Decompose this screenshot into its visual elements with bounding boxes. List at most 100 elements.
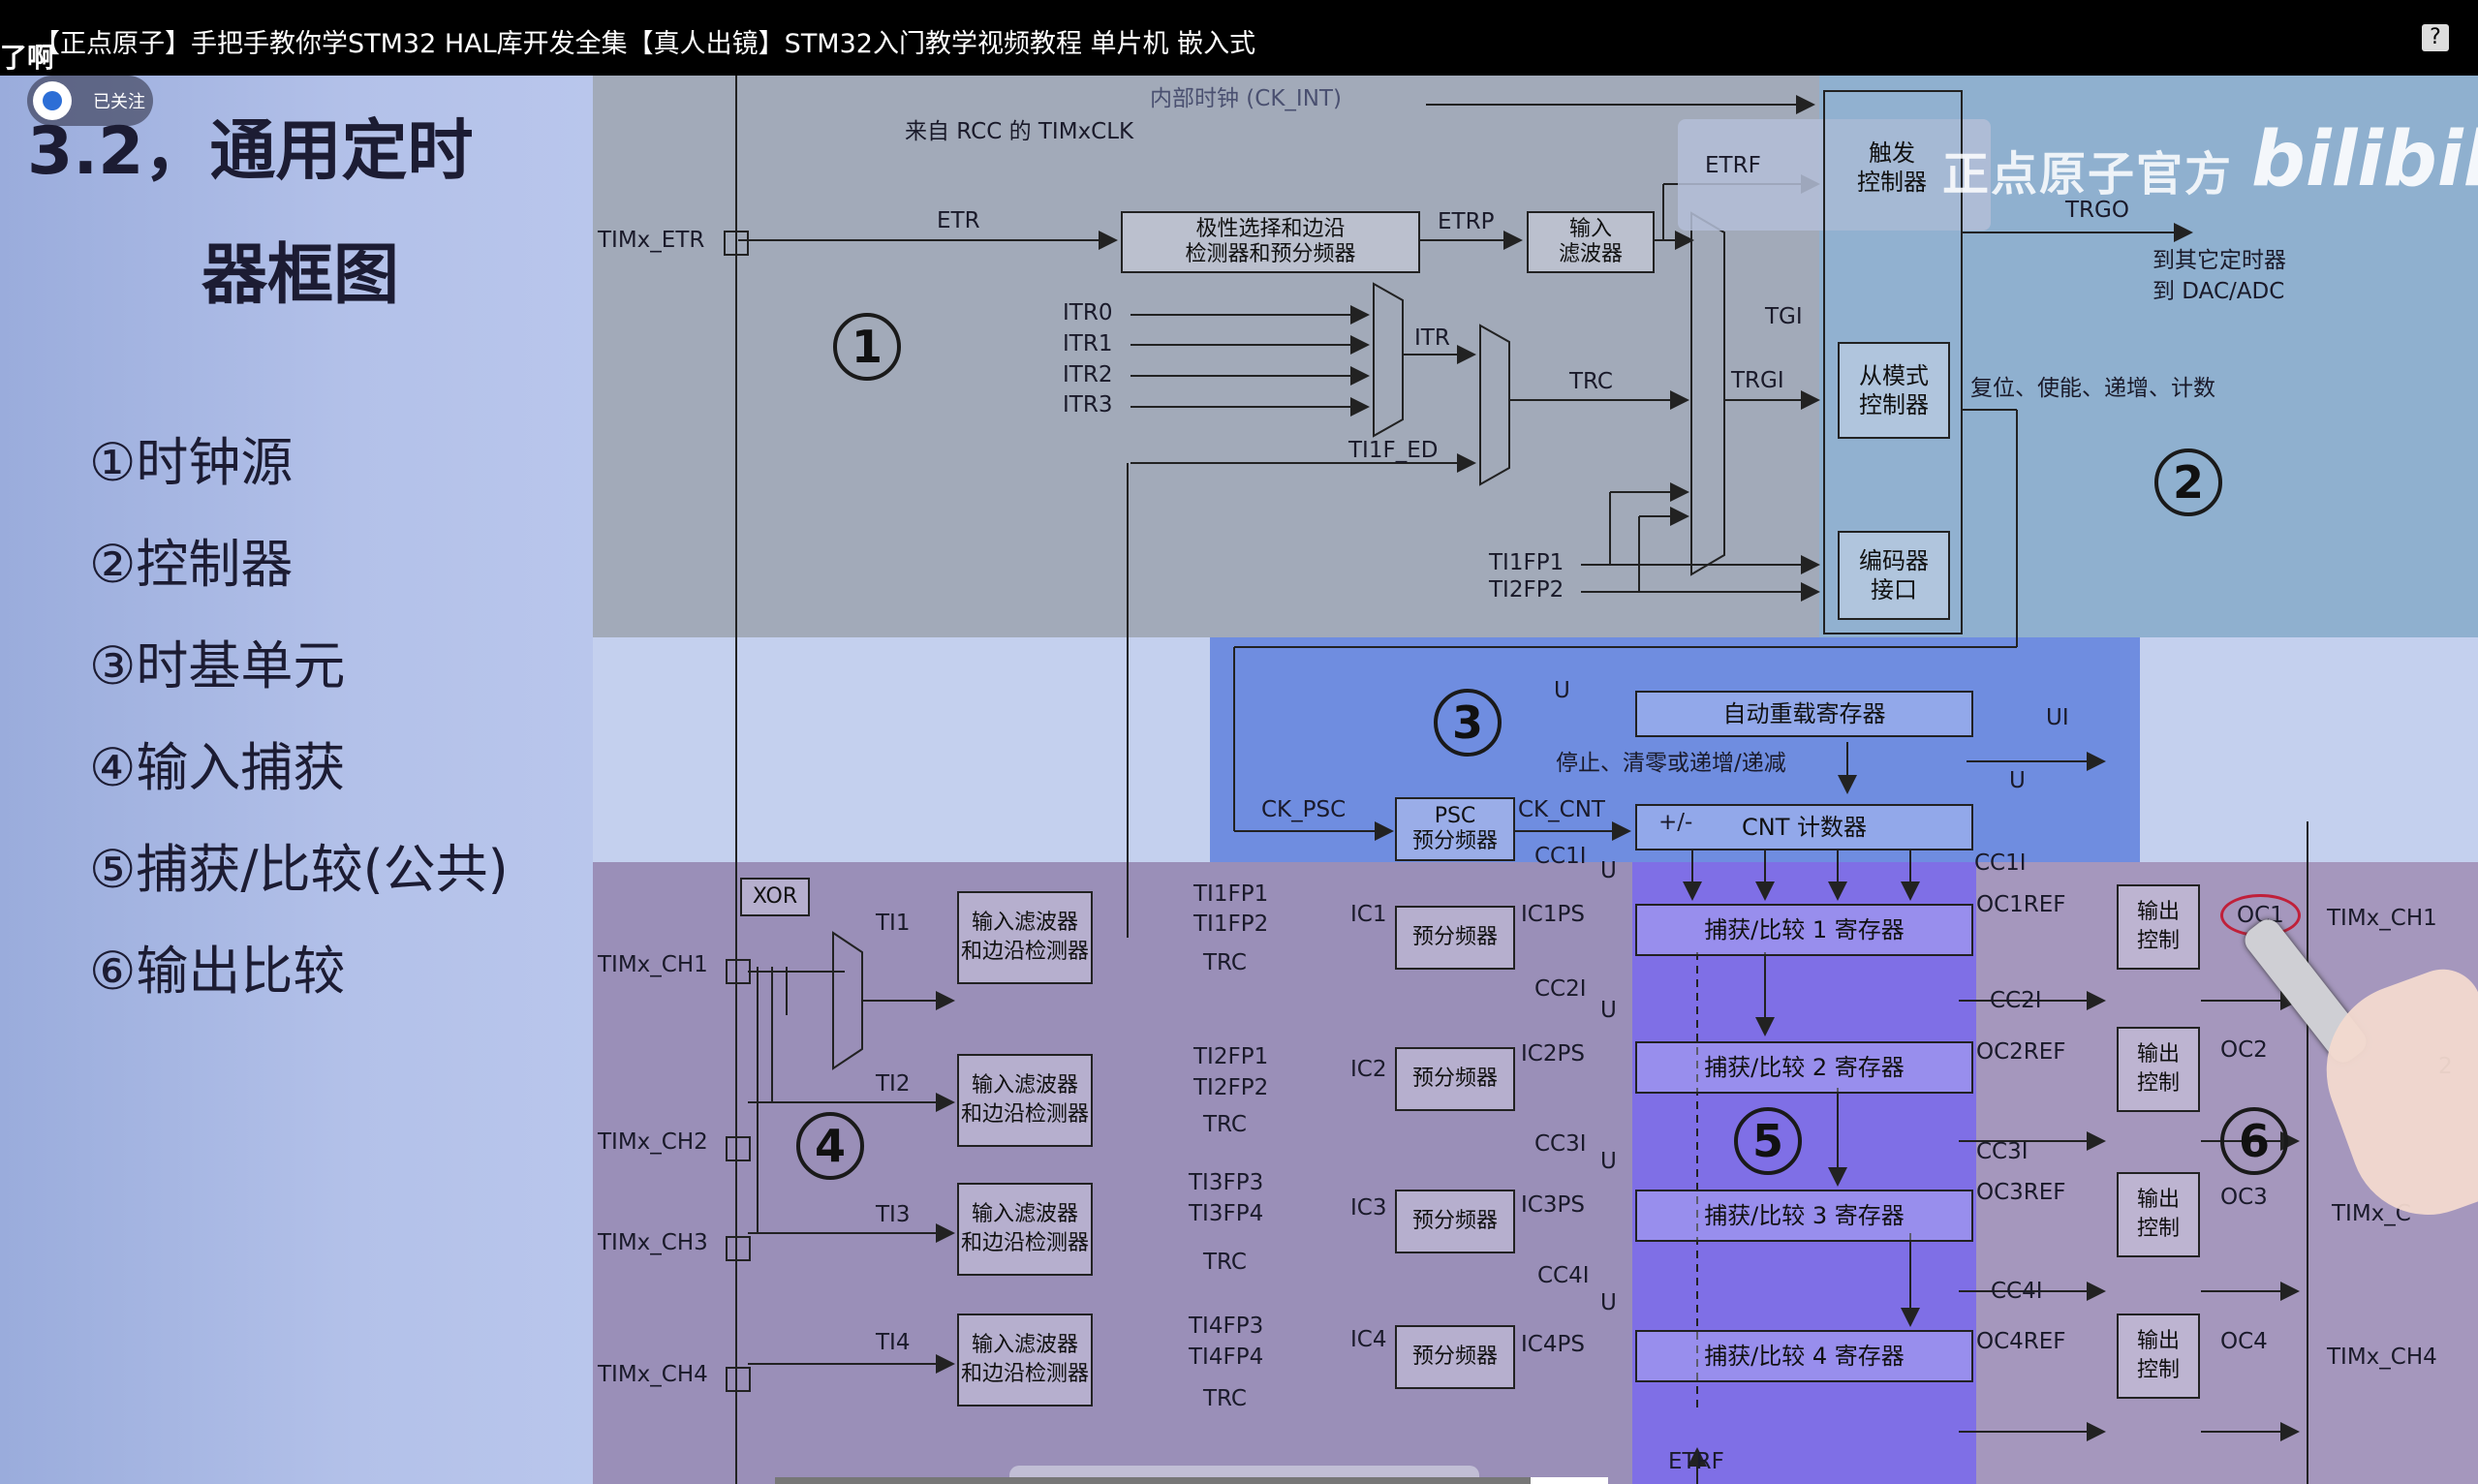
ch3-pin-label: TIMx_CH3 — [598, 1230, 708, 1255]
itr1-label: ITR1 — [1063, 331, 1112, 356]
slide-panel: 已关注 3.2，通用定时 器框图 ①时钟源 ②控制器 ③时基单元 ④输入捕获 ⑤… — [0, 76, 593, 1484]
bilibili-logo: bilibili — [2251, 116, 2478, 203]
pin-ch1 — [726, 959, 751, 984]
oc4-label: OC4 — [2220, 1329, 2268, 1354]
output-control-4: 输出 控制 — [2117, 1314, 2200, 1399]
section-number-6: 6 — [2220, 1107, 2288, 1175]
plus-minus-label: +/- — [1658, 810, 1692, 835]
polarity-selector-box: 极性选择和边沿 检测器和预分频器 — [1121, 211, 1420, 273]
ch4-input-filter-box: 输入滤波器 和边沿检测器 — [957, 1314, 1093, 1407]
ti1fp1-ch-label: TI1FP1 — [1193, 881, 1268, 907]
ti4fp3-ch-label: TI4FP3 — [1189, 1314, 1263, 1339]
ch1-prescaler-box: 预分频器 — [1395, 906, 1515, 970]
ti2fp1-ch-label: TI2FP1 — [1193, 1044, 1268, 1069]
oc3-label: OC3 — [2220, 1185, 2268, 1210]
cc3i-label: CC3I — [1534, 1131, 1587, 1157]
brand-watermark: 正点原子官方 — [1942, 136, 2233, 203]
ch2-trc-label: TRC — [1203, 1112, 1247, 1137]
ti1fp1-label: TI1FP1 — [1489, 550, 1564, 575]
ti1f-ed-label: TI1F_ED — [1348, 438, 1438, 463]
ch4-prescaler-box: 预分频器 — [1395, 1325, 1515, 1389]
itr-label: ITR — [1414, 325, 1450, 351]
scrollbar-thumb[interactable] — [1531, 1477, 1608, 1484]
ti3fp4-ch-label: TI3FP4 — [1189, 1201, 1263, 1226]
oc-cc1i-label: CC1I — [1974, 850, 2027, 876]
slave-mode-controller-box: 从模式 控制器 — [1838, 342, 1950, 439]
ch2-input-filter-box: 输入滤波器 和边沿检测器 — [957, 1054, 1093, 1147]
ti1-label: TI1 — [876, 911, 910, 936]
ti3fp3-ch-label: TI3FP3 — [1189, 1170, 1263, 1195]
slide-item: ④输入捕获 — [89, 725, 345, 801]
ch3-trc-label: TRC — [1203, 1250, 1247, 1275]
slide-item: ③时基单元 — [89, 623, 345, 699]
window-titlebar: 【正点原子】手把手教你学STM32 HAL库开发全集【真人出镜】STM32入门教… — [0, 0, 2478, 76]
etrp-label: ETRP — [1438, 209, 1494, 234]
ic1-label: IC1 — [1350, 902, 1386, 927]
section-number-5: 5 — [1734, 1107, 1802, 1175]
ti2fp2-label: TI2FP2 — [1489, 577, 1564, 603]
video-frame[interactable]: 已关注 3.2，通用定时 器框图 ①时钟源 ②控制器 ③时基单元 ④输入捕获 ⑤… — [0, 76, 2478, 1484]
ch2-prescaler-box: 预分频器 — [1395, 1047, 1515, 1111]
section-number-4: 4 — [796, 1112, 864, 1180]
ic2ps-label: IC2PS — [1521, 1041, 1585, 1067]
psc-prescaler-box: PSC 预分频器 — [1395, 797, 1515, 861]
trc-label: TRC — [1569, 369, 1613, 394]
pin-ch2 — [726, 1136, 751, 1161]
etrf-bottom-label: ETRF — [1668, 1449, 1724, 1474]
ck-psc-label: CK_PSC — [1261, 797, 1346, 822]
trigger-controller-box: 触发 控制器 — [1838, 129, 1946, 206]
trgi-label: TRGI — [1731, 368, 1784, 393]
slide-heading-line1: 3.2，通用定时 — [27, 97, 473, 193]
slide-item: ②控制器 — [89, 521, 293, 598]
output-control-2: 输出 控制 — [2117, 1027, 2200, 1112]
ui-label: UI — [2046, 705, 2069, 730]
stop-clear-label: 停止、清零或递增/递减 — [1556, 744, 1786, 777]
ch4-u-label: U — [1600, 1290, 1617, 1315]
itr0-label: ITR0 — [1063, 300, 1112, 325]
page-scrollbar[interactable] — [775, 1477, 1608, 1484]
slide-item: ⑤捕获/比较(公共) — [89, 826, 509, 903]
slide-heading-line2: 器框图 — [201, 221, 399, 317]
ic1ps-label: IC1PS — [1521, 902, 1585, 927]
ic3ps-label: IC3PS — [1521, 1192, 1585, 1218]
ch3-input-filter-box: 输入滤波器 和边沿检测器 — [957, 1183, 1093, 1276]
ch3-prescaler-box: 预分频器 — [1395, 1190, 1515, 1253]
section-number-1: 1 — [833, 313, 901, 381]
reset-enable-label: 复位、使能、递增、计数 — [1970, 369, 2215, 402]
ck-cnt-label: CK_CNT — [1518, 797, 1605, 822]
oc-cc4i-label: CC4I — [1991, 1279, 2043, 1304]
etr-label: ETR — [937, 208, 980, 233]
capture-compare-register-2: 捕获/比较 2 寄存器 — [1635, 1041, 1973, 1094]
section-number-2: 2 — [2154, 448, 2222, 516]
question-icon[interactable]: ? — [2422, 24, 2449, 51]
etr-input-filter-box: 输入 滤波器 — [1527, 211, 1655, 273]
ic2-label: IC2 — [1350, 1057, 1386, 1082]
cc1i-label: CC1I — [1534, 844, 1587, 869]
ti4fp4-ch-label: TI4FP4 — [1189, 1345, 1263, 1370]
to-other-timers-label: 到其它定时器 到 DAC/ADC — [2153, 245, 2286, 307]
auto-reload-register: 自动重载寄存器 — [1635, 691, 1973, 737]
ch2-pin-label: TIMx_CH2 — [598, 1129, 708, 1155]
ch1-input-filter-box: 输入滤波器 和边沿检测器 — [957, 891, 1093, 984]
ic4-label: IC4 — [1350, 1327, 1386, 1352]
output-control-1: 输出 控制 — [2117, 884, 2200, 970]
section-number-3: 3 — [1434, 689, 1502, 757]
ch3-u-label: U — [1600, 1149, 1617, 1174]
oc4ref-label: OC4REF — [1976, 1329, 2066, 1354]
ti3-label: TI3 — [876, 1202, 910, 1227]
oc4-pin-label: TIMx_CH4 — [2327, 1345, 2437, 1370]
oc2ref-label: OC2REF — [1976, 1039, 2066, 1065]
tgi-label: TGI — [1765, 304, 1803, 329]
etrf-label: ETRF — [1705, 153, 1761, 178]
slide-item: ⑥输出比较 — [89, 928, 345, 1005]
pin-etr — [724, 231, 749, 256]
capture-compare-register-1: 捕获/比较 1 寄存器 — [1635, 904, 1973, 956]
u-label: U — [1554, 678, 1570, 703]
ch4-trc-label: TRC — [1203, 1386, 1247, 1411]
cc4i-label: CC4I — [1537, 1263, 1590, 1288]
cc2i-label: CC2I — [1534, 976, 1587, 1002]
itr2-label: ITR2 — [1063, 362, 1112, 387]
oc1-pin-label: TIMx_CH1 — [2327, 906, 2437, 931]
ch1-pin-label: TIMx_CH1 — [598, 952, 708, 977]
etr-pin-label: TIMx_ETR — [598, 228, 704, 253]
